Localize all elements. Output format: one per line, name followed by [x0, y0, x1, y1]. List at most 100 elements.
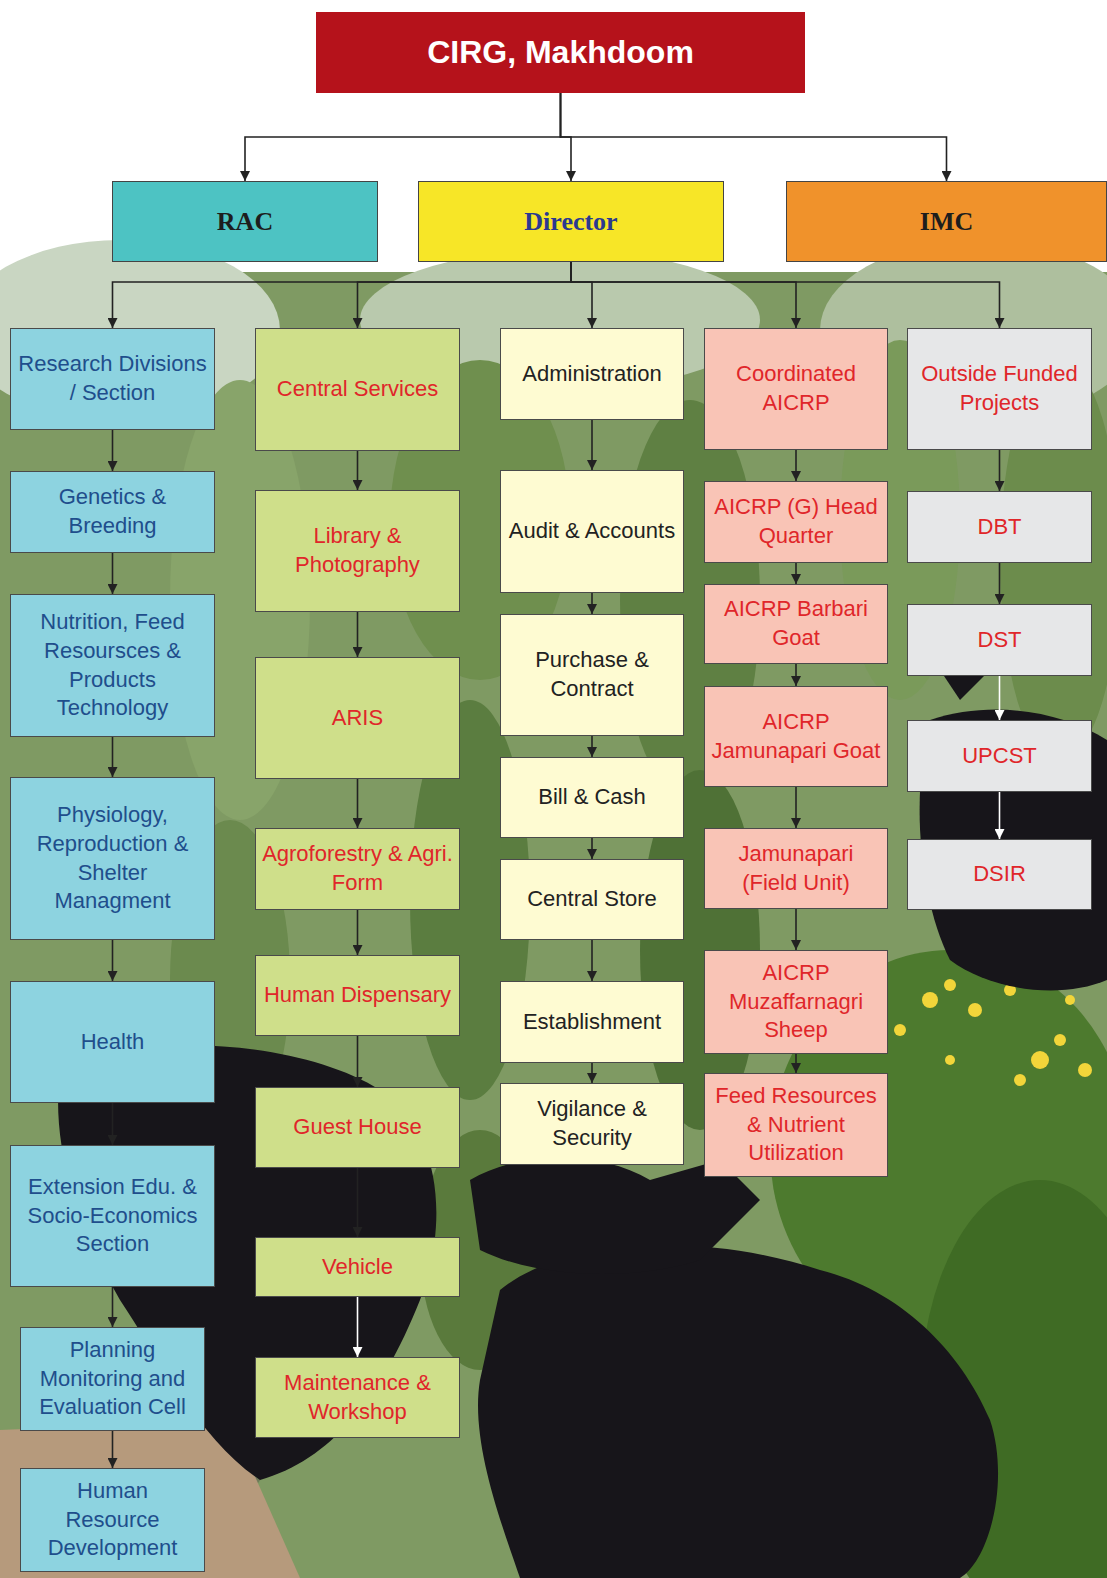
- org-box: Outside Funded Projects: [907, 328, 1092, 450]
- box-label: Audit & Accounts: [503, 513, 681, 550]
- connector: [112, 1103, 114, 1145]
- org-box: IMC: [786, 181, 1107, 262]
- box-label: DSIR: [967, 856, 1032, 893]
- connector: [591, 838, 593, 859]
- box-label: UPCST: [956, 738, 1043, 775]
- box-label: Outside Funded Projects: [908, 356, 1091, 421]
- org-box: UPCST: [907, 720, 1092, 792]
- box-label: CIRG, Makhdoom: [421, 28, 700, 78]
- box-label: Library & Photography: [256, 518, 459, 583]
- connector: [999, 792, 1001, 839]
- connector: [571, 262, 796, 328]
- box-label: Bill & Cash: [532, 779, 652, 816]
- box-label: Vehicle: [316, 1249, 399, 1286]
- connector: [571, 262, 592, 328]
- connector: [113, 262, 572, 328]
- org-box: Coordinated AICRP: [704, 328, 888, 450]
- connector: [795, 909, 797, 950]
- org-box: Maintenance & Workshop: [255, 1357, 460, 1438]
- connector: [358, 262, 572, 328]
- box-label: Maintenance & Workshop: [256, 1365, 459, 1430]
- box-label: Vigilance & Security: [501, 1091, 683, 1156]
- org-box: Administration: [500, 328, 684, 420]
- connector: [112, 430, 114, 471]
- connector: [999, 563, 1001, 604]
- box-label: Guest House: [287, 1109, 427, 1146]
- org-box: Guest House: [255, 1087, 460, 1168]
- box-label: Human Dispensary: [258, 977, 457, 1014]
- org-box: Extension Edu. & Socio-Economics Section: [10, 1145, 215, 1287]
- box-label: Agroforestry & Agri. Form: [256, 836, 459, 901]
- box-label: Nutrition, Feed Resoursces & Products Te…: [11, 604, 214, 726]
- org-box: DSIR: [907, 839, 1092, 910]
- org-box: Human Resource Development: [20, 1468, 205, 1572]
- box-label: Genetics & Breeding: [11, 479, 214, 544]
- box-label: Human Resource Development: [21, 1473, 204, 1567]
- org-box: AICRP Barbari Goat: [704, 584, 888, 664]
- connector: [112, 737, 114, 777]
- box-label: DST: [972, 622, 1028, 659]
- connector: [795, 1054, 797, 1073]
- connector: [591, 420, 593, 470]
- connector: [999, 676, 1001, 720]
- box-label: Purchase & Contract: [501, 642, 683, 707]
- org-box: Human Dispensary: [255, 955, 460, 1036]
- connector: [357, 451, 359, 490]
- connector: [591, 940, 593, 981]
- connector: [591, 593, 593, 614]
- connector: [591, 736, 593, 757]
- box-label: Coordinated AICRP: [705, 356, 887, 421]
- box-label: Planning Monitoring and Evaluation Cell: [21, 1332, 204, 1426]
- org-box: Vehicle: [255, 1237, 460, 1297]
- box-label: Physiology, Reproduction & Shelter Manag…: [11, 797, 214, 919]
- box-label: Central Store: [521, 881, 663, 918]
- org-box: Physiology, Reproduction & Shelter Manag…: [10, 777, 215, 940]
- connector: [999, 450, 1001, 491]
- connector: [112, 1431, 114, 1468]
- box-label: IMC: [914, 201, 979, 243]
- org-box: Research Divisions / Section: [10, 328, 215, 430]
- connector: [112, 1287, 114, 1327]
- box-label: Establishment: [517, 1004, 667, 1041]
- org-box: Genetics & Breeding: [10, 471, 215, 553]
- org-box: DST: [907, 604, 1092, 676]
- org-box: Central Services: [255, 328, 460, 451]
- org-box: CIRG, Makhdoom: [316, 12, 805, 93]
- box-label: RAC: [211, 201, 279, 243]
- box-label: AICRP (G) Head Quarter: [705, 489, 887, 554]
- connector: [795, 450, 797, 481]
- org-box: AICRP (G) Head Quarter: [704, 481, 888, 563]
- yellow-flowers: [894, 979, 1092, 1086]
- org-box: Vigilance & Security: [500, 1083, 684, 1165]
- box-label: AICRP Barbari Goat: [705, 591, 887, 656]
- connector: [357, 1297, 359, 1357]
- org-box: Central Store: [500, 859, 684, 940]
- box-label: Feed Resources & Nutrient Utilization: [705, 1078, 887, 1172]
- connector: [112, 553, 114, 594]
- org-box: Planning Monitoring and Evaluation Cell: [20, 1327, 205, 1431]
- connector: [245, 93, 561, 181]
- connector: [591, 1063, 593, 1083]
- connector: [357, 1036, 359, 1087]
- box-label: Health: [75, 1024, 151, 1061]
- box-label: AICRP Muzaffarnagri Sheep: [705, 955, 887, 1049]
- org-box: Purchase & Contract: [500, 614, 684, 736]
- org-box: Health: [10, 981, 215, 1103]
- photo-ground: [0, 272, 1107, 1578]
- connector: [357, 779, 359, 828]
- box-label: Administration: [516, 356, 667, 393]
- goat-figures: [58, 630, 1107, 1578]
- connector: [795, 563, 797, 584]
- box-label: Extension Edu. & Socio-Economics Section: [11, 1169, 214, 1263]
- org-box: DBT: [907, 491, 1092, 563]
- org-box: Feed Resources & Nutrient Utilization: [704, 1073, 888, 1177]
- org-box: Director: [418, 181, 724, 262]
- box-label: Central Services: [271, 371, 444, 408]
- org-box: Bill & Cash: [500, 757, 684, 838]
- connector: [357, 910, 359, 955]
- org-box: Library & Photography: [255, 490, 460, 612]
- org-box: AICRP Jamunapari Goat: [704, 686, 888, 787]
- org-box: Jamunapari (Field Unit): [704, 828, 888, 909]
- org-box: Nutrition, Feed Resoursces & Products Te…: [10, 594, 215, 737]
